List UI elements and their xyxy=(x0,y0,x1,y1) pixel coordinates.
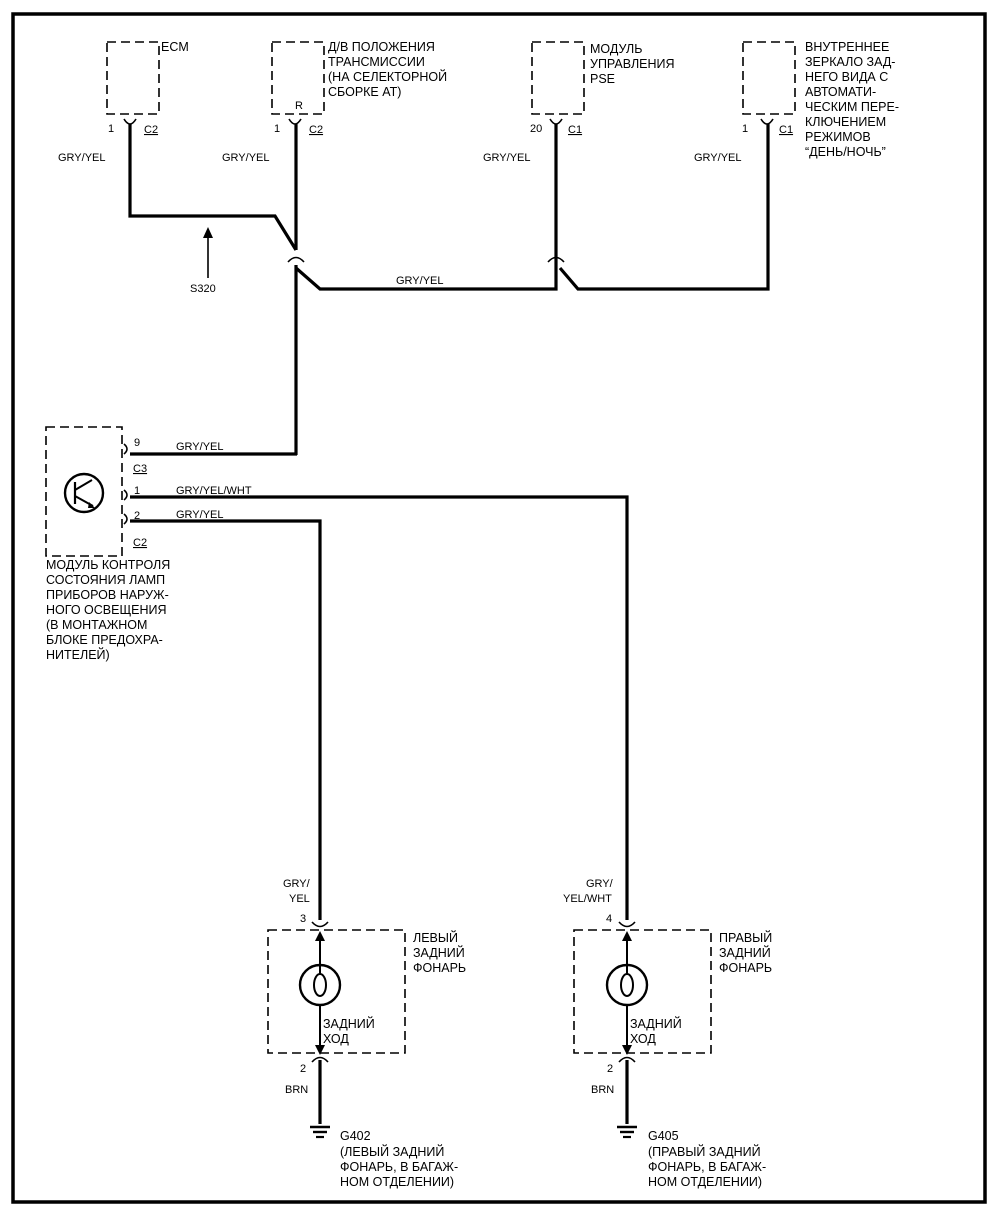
pse-pin: 20 xyxy=(530,123,542,135)
lamp-module-label-5: (В МОНТАЖНОМ xyxy=(46,618,147,632)
left-lamp-bulb-1: ЗАДНИЙ xyxy=(323,1016,375,1031)
right-lamp-bulb-1: ЗАДНИЙ xyxy=(630,1016,682,1031)
ground-g402-id: G402 xyxy=(340,1129,371,1143)
mirror-pin: 1 xyxy=(742,123,748,135)
left-lamp-wire-2: YEL xyxy=(289,893,310,905)
module-wires: GRY/YEL GRY/YEL/WHT GRY/YEL xyxy=(130,441,629,920)
left-lamp-bulb-2: ХОД xyxy=(323,1032,349,1046)
left-lamp-pin-out: 2 xyxy=(300,1063,306,1075)
ground-g405-line-2: ФОНАРЬ, В БАГАЖ- xyxy=(648,1160,766,1174)
right-lamp-pin-out: 2 xyxy=(607,1063,613,1075)
left-lamp-pin-in: 3 xyxy=(300,913,306,925)
pse-label-2: УПРАВЛЕНИЯ xyxy=(590,57,675,71)
lamp-module-label-7: НИТЕЛЕЙ) xyxy=(46,647,110,662)
mirror-label-7: РЕЖИМОВ xyxy=(805,130,871,144)
transmission-sensor-label-1: Д/В ПОЛОЖЕНИЯ xyxy=(328,40,435,54)
ecm-connector: C2 xyxy=(144,124,158,136)
pse-label-1: МОДУЛЬ xyxy=(590,42,642,56)
transmission-sensor-component: R Д/В ПОЛОЖЕНИЯ ТРАНСМИССИИ (НА СЕЛЕКТОР… xyxy=(222,40,447,164)
transmission-sensor-pin: 1 xyxy=(274,123,280,135)
left-lamp-wire-out: BRN xyxy=(285,1084,308,1096)
ecm-wire-color: GRY/YEL xyxy=(58,152,106,164)
lamp-module-wire-9: GRY/YEL xyxy=(176,441,224,453)
lamp-module-label-2: СОСТОЯНИЯ ЛАМП xyxy=(46,573,165,587)
left-rear-lamp: GRY/ YEL 3 ЛЕВЫЙ ЗАДНИЙ ФОНАРЬ ЗАДНИЙ ХО… xyxy=(267,878,466,1124)
ground-g405-id: G405 xyxy=(648,1129,679,1143)
bus-wire-color: GRY/YEL xyxy=(396,275,444,287)
left-lamp-label-1: ЛЕВЫЙ xyxy=(413,930,458,945)
right-lamp-wire-2: YEL/WHT xyxy=(563,893,612,905)
top-wires: GRY/YEL xyxy=(128,124,770,455)
pse-label-3: PSE xyxy=(590,72,615,86)
ground-g405: G405 (ПРАВЫЙ ЗАДНИЙ ФОНАРЬ, В БАГАЖ- НОМ… xyxy=(617,1125,766,1189)
right-lamp-wire-1: GRY/ xyxy=(586,878,614,890)
mirror-label-4: АВТОМАТИ- xyxy=(805,85,876,99)
right-lamp-bulb-2: ХОД xyxy=(630,1032,656,1046)
ecm-pin: 1 xyxy=(108,123,114,135)
transmission-sensor-label-2: ТРАНСМИССИИ xyxy=(328,55,425,69)
right-lamp-wire-out: BRN xyxy=(591,1084,614,1096)
mirror-label-1: ВНУТРЕННЕЕ xyxy=(805,40,889,54)
ecm-label: ECM xyxy=(161,40,189,54)
diagram-frame xyxy=(11,12,987,1204)
mirror-label-5: ЧЕСКИМ ПЕРЕ- xyxy=(805,100,899,114)
transmission-sensor-inner-label: R xyxy=(295,100,303,112)
splice-pointer: S320 xyxy=(190,227,216,295)
ground-g402-line-1: (ЛЕВЫЙ ЗАДНИЙ xyxy=(340,1144,444,1159)
ground-g405-line-3: НОМ ОТДЕЛЕНИИ) xyxy=(648,1175,762,1189)
splice-label: S320 xyxy=(190,283,216,295)
transmission-sensor-label-3: (НА СЕЛЕКТОРНОЙ xyxy=(328,69,447,84)
lamp-module-label-6: БЛОКЕ ПРЕДОХРА- xyxy=(46,633,163,647)
transmission-sensor-connector: C2 xyxy=(309,124,323,136)
lamp-module-label-1: МОДУЛЬ КОНТРОЛЯ xyxy=(46,558,170,572)
left-lamp-wire-1: GRY/ xyxy=(283,878,311,890)
mirror-connector: C1 xyxy=(779,124,793,136)
right-lamp-pin-in: 4 xyxy=(606,913,612,925)
pse-wire-color: GRY/YEL xyxy=(483,152,531,164)
lamp-monitor-module: 9 C3 1 2 C2 МОДУЛЬ КОНТРОЛЯ СОСТОЯНИЯ ЛА… xyxy=(45,426,170,662)
lamp-module-connector-c3: C3 xyxy=(133,463,147,475)
ground-g402-line-2: ФОНАРЬ, В БАГАЖ- xyxy=(340,1160,458,1174)
lamp-module-pin-9: 9 xyxy=(134,437,140,449)
mirror-wire-color: GRY/YEL xyxy=(694,152,742,164)
mirror-component: ВНУТРЕННЕЕ ЗЕРКАЛО ЗАД- НЕГО ВИДА С АВТО… xyxy=(694,40,899,164)
lamp-module-label-4: НОГО ОСВЕЩЕНИЯ xyxy=(46,603,167,617)
right-rear-lamp: GRY/ YEL/WHT 4 ПРАВЫЙ ЗАДНИЙ ФОНАРЬ ЗАДН… xyxy=(563,878,772,1124)
right-lamp-label-2: ЗАДНИЙ xyxy=(719,945,771,960)
pse-module-component: МОДУЛЬ УПРАВЛЕНИЯ PSE 20 C1 GRY/YEL xyxy=(483,41,675,164)
ground-g402-line-3: НОМ ОТДЕЛЕНИИ) xyxy=(340,1175,454,1189)
mirror-label-2: ЗЕРКАЛО ЗАД- xyxy=(805,55,895,69)
lamp-module-pin-1: 1 xyxy=(134,485,140,497)
lamp-module-wire-1: GRY/YEL/WHT xyxy=(176,485,252,497)
right-lamp-label-1: ПРАВЫЙ xyxy=(719,930,772,945)
mirror-label-6: КЛЮЧЕНИЕМ xyxy=(805,115,886,129)
pse-connector: C1 xyxy=(568,124,582,136)
left-lamp-label-3: ФОНАРЬ xyxy=(413,961,466,975)
mirror-label-8: “ДЕНЬ/НОЧЬ” xyxy=(805,145,886,159)
ecm-component: ECM 1 C2 GRY/YEL xyxy=(58,40,189,164)
lamp-module-pin-2: 2 xyxy=(134,510,140,522)
right-lamp-label-3: ФОНАРЬ xyxy=(719,961,772,975)
transmission-sensor-wire-color: GRY/YEL xyxy=(222,152,270,164)
transmission-sensor-label-4: СБОРКЕ АТ) xyxy=(328,85,401,99)
ground-g402: G402 (ЛЕВЫЙ ЗАДНИЙ ФОНАРЬ, В БАГАЖ- НОМ … xyxy=(310,1125,458,1189)
left-lamp-label-2: ЗАДНИЙ xyxy=(413,945,465,960)
lamp-module-connector-c2: C2 xyxy=(133,537,147,549)
lamp-module-label-3: ПРИБОРОВ НАРУЖ- xyxy=(46,588,169,602)
mirror-label-3: НЕГО ВИДА С xyxy=(805,70,888,84)
lamp-module-wire-2: GRY/YEL xyxy=(176,509,224,521)
ground-g405-line-1: (ПРАВЫЙ ЗАДНИЙ xyxy=(648,1144,761,1159)
